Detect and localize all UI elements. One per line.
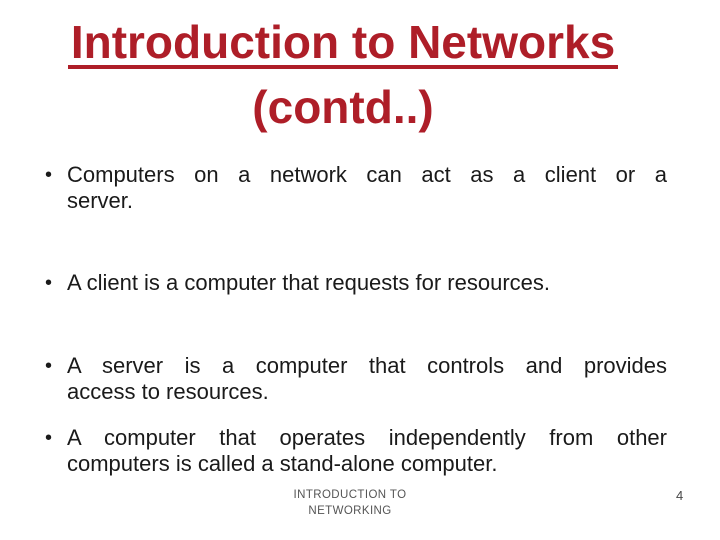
slide-title-line1-wrap: Introduction to Networks <box>0 19 686 77</box>
footer-document-title: INTRODUCTION TO NETWORKING <box>250 487 450 519</box>
bullet-item-2: • A client is a computer that requests f… <box>45 270 667 296</box>
bullet-4-line-1: A computer that operates independently f… <box>67 425 667 450</box>
footer-title-line-1: INTRODUCTION TO <box>293 489 407 501</box>
bullet-item-4: • A computer that operates independently… <box>45 425 667 477</box>
bullet-3-line-2: access to resources. <box>67 379 269 404</box>
slide-title-line1: Introduction to Networks <box>67 19 619 69</box>
bullet-item-3: • A server is a computer that controls a… <box>45 353 667 405</box>
slide-title: Introduction to Networks (contd..) <box>0 19 686 133</box>
bullet-4-line-2: computers is called a stand-alone comput… <box>67 451 498 476</box>
bullet-1-line-2: server. <box>67 188 134 213</box>
bullet-marker: • <box>45 427 53 449</box>
slide-title-line2: (contd..) <box>252 81 434 133</box>
bullet-item-1: • Computers on a network can act as a cl… <box>45 162 667 214</box>
bullet-marker: • <box>45 355 53 377</box>
footer-title-line-2: NETWORKING <box>308 505 392 517</box>
slide-body: • Computers on a network can act as a cl… <box>45 158 667 477</box>
bullet-marker: • <box>45 164 53 186</box>
bullet-marker: • <box>45 272 53 294</box>
bullet-2-line-1: A client is a computer that requests for… <box>67 270 551 295</box>
bullet-3-line-1: A server is a computer that controls and… <box>67 353 667 378</box>
page-number: 4 <box>676 488 684 503</box>
bullet-1-line-1: Computers on a network can act as a clie… <box>67 162 667 187</box>
